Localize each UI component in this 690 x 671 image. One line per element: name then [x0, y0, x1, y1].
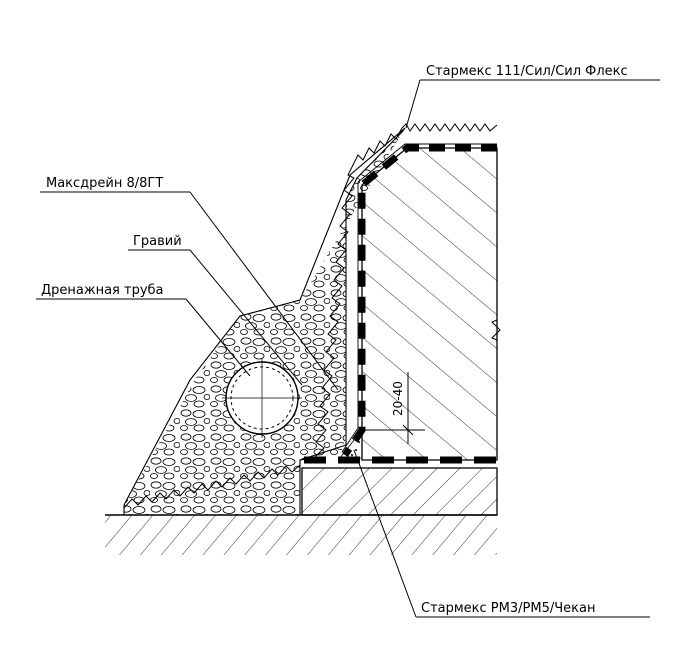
- footing: [301, 467, 498, 516]
- ground-hatch: [105, 515, 497, 555]
- dimension-annotation: 20-40: [365, 372, 425, 444]
- leader-gravel: [189, 249, 303, 386]
- dimension-text: 20-40: [391, 381, 405, 416]
- label-maxdrain: Максдрейн 8/8ГТ: [46, 176, 163, 191]
- label-starmex-111: Стармекс 111/Сил/Сил Флекс: [426, 64, 628, 79]
- leader-maxdrain: [189, 191, 339, 391]
- label-drainage-pipe: Дренажная труба: [41, 283, 164, 298]
- label-gravel: Гравий: [133, 234, 182, 249]
- leader-pipe: [185, 298, 251, 377]
- maxdrain-base: [123, 464, 301, 509]
- maxdrain-membrane: [401, 123, 498, 132]
- maxdrain-slope: [299, 127, 403, 461]
- gravel-fill: [124, 133, 402, 515]
- sealant-fillet: [339, 428, 363, 459]
- leader-bottom-right: [353, 449, 417, 618]
- break-line: [491, 319, 501, 341]
- leader-top-right: [405, 79, 421, 129]
- label-starmex-rm: Стармекс РМ3/РМ5/Чекан: [421, 601, 595, 616]
- foundation-wall: [361, 147, 498, 461]
- waterproofing-line-outline: [341, 143, 497, 453]
- drainage-pipe: [222, 358, 302, 438]
- waterproofing-line: [342, 144, 497, 457]
